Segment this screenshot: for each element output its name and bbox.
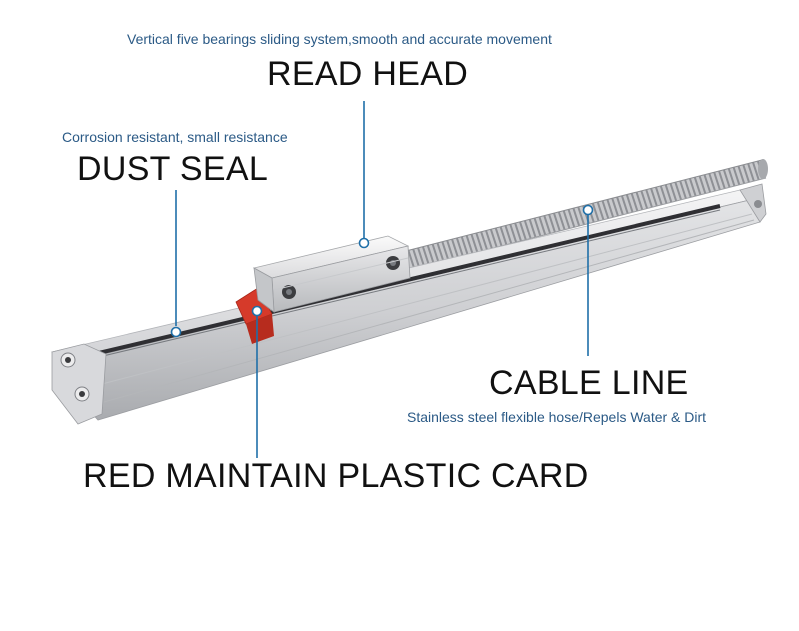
end-cap-right — [739, 183, 767, 223]
dot-red-card — [251, 305, 263, 317]
red-card-title: RED MAINTAIN PLASTIC CARD — [83, 457, 589, 495]
dust-seal-title: DUST SEAL — [77, 150, 269, 188]
red-plastic-card — [235, 287, 274, 344]
leader-lines — [175, 101, 589, 458]
leader-dots — [170, 204, 594, 338]
dust-seal-description: Corrosion resistant, small resistance — [62, 129, 288, 145]
read-head — [252, 235, 411, 313]
cable-line-title: CABLE LINE — [489, 364, 689, 402]
read-head-title: READ HEAD — [267, 55, 469, 93]
cable-line-description: Stainless steel flexible hose/Repels Wat… — [407, 409, 707, 425]
dot-cable-line — [582, 204, 594, 216]
end-block — [51, 343, 107, 425]
read-head-description: Vertical five bearings sliding system,sm… — [127, 31, 552, 47]
dot-read-head — [358, 237, 370, 249]
dot-dust-seal — [170, 326, 182, 338]
